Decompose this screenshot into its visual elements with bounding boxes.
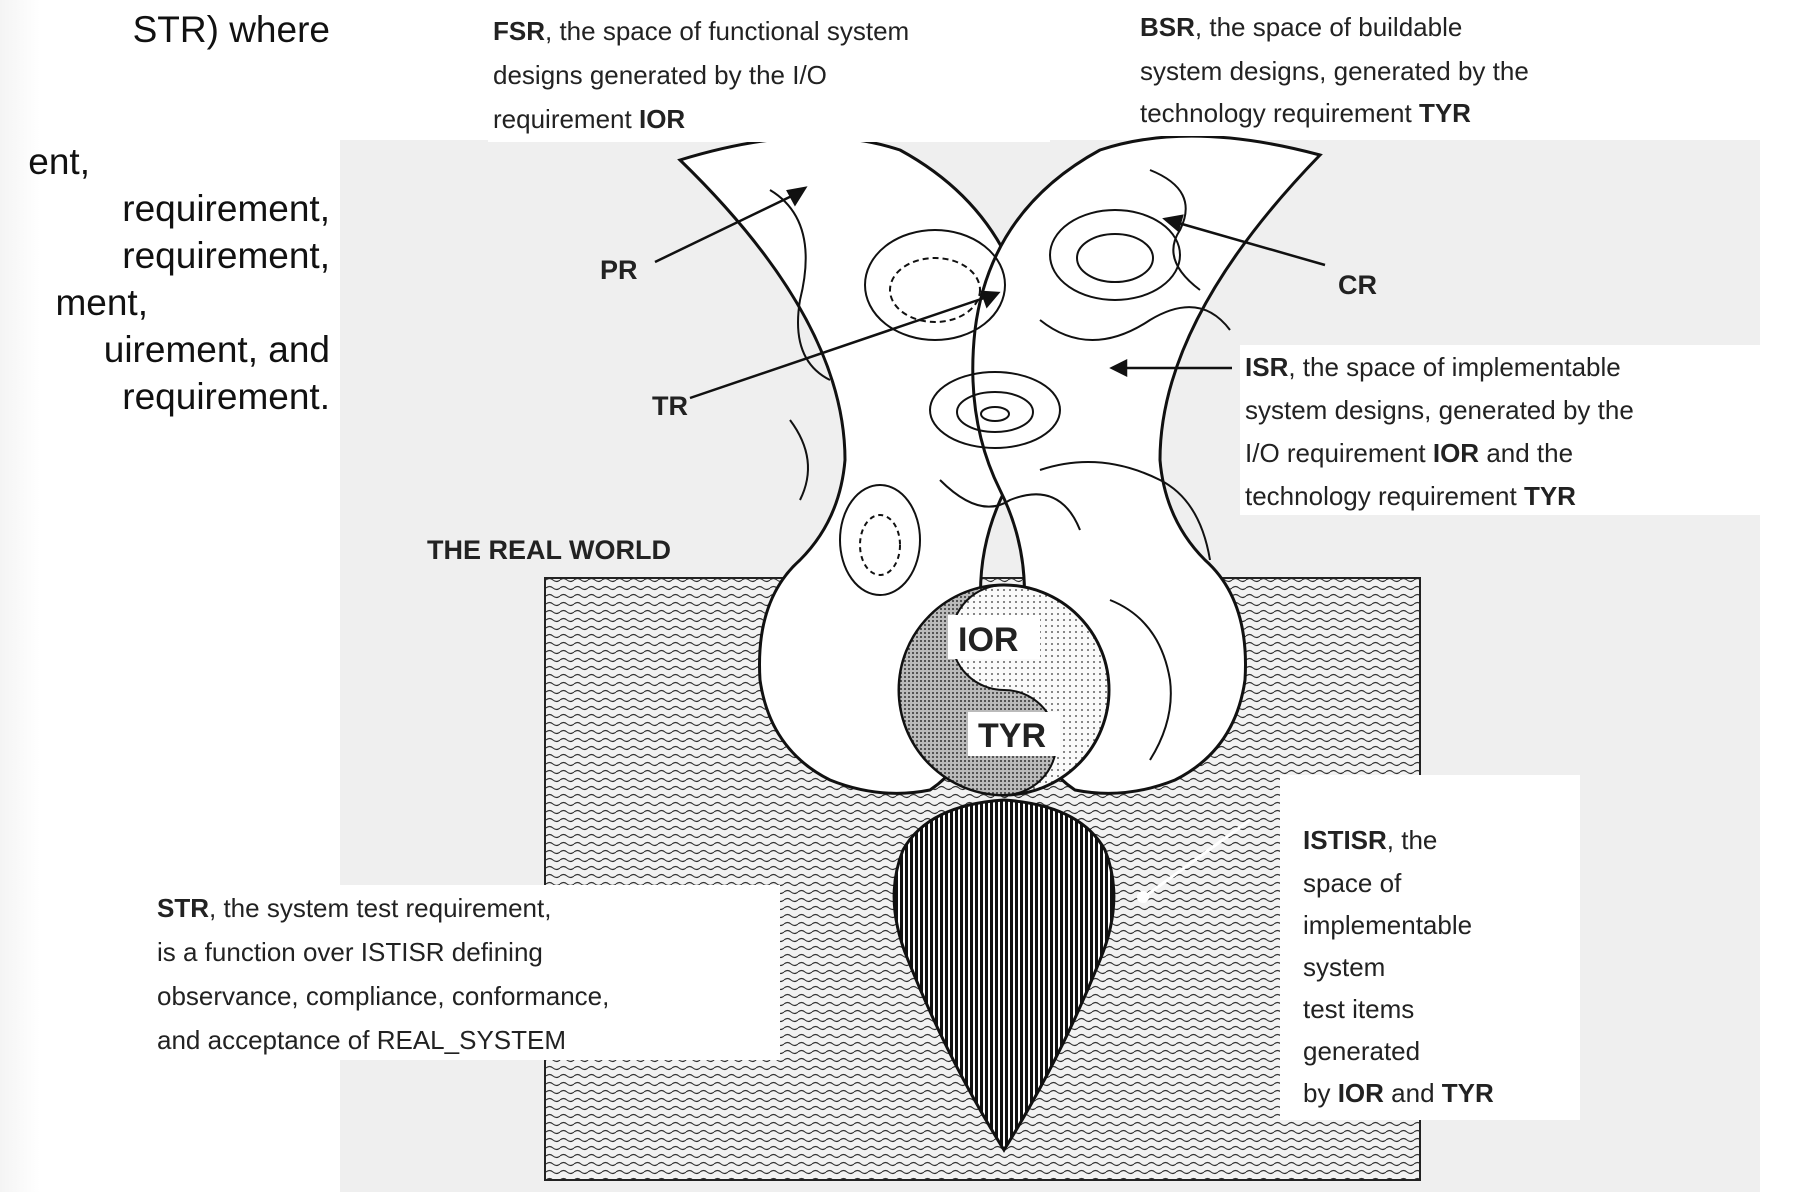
pr-label: PR xyxy=(600,255,638,285)
str-label-line: is a function over ISTISR defining xyxy=(157,937,543,967)
cr-label: CR xyxy=(1338,270,1377,300)
str-label-line: and acceptance of REAL_SYSTEM xyxy=(157,1025,566,1055)
str-label-line: observance, compliance, conformance, xyxy=(157,981,609,1011)
fsr-label-line: designs generated by the I/O xyxy=(493,60,827,90)
istisr-label-line: by IOR and TYR xyxy=(1303,1078,1494,1108)
fsr-label-line: requirement IOR xyxy=(493,104,685,134)
isr-label-line: system designs, generated by the xyxy=(1245,395,1634,425)
ior-label: IOR xyxy=(958,622,1018,658)
istisr-label-line: space of xyxy=(1303,868,1401,898)
bsr-label-line: BSR, the space of buildable xyxy=(1140,12,1462,42)
fsr-label-line: FSR, the space of functional system xyxy=(493,16,909,46)
bsr-label-line: system designs, generated by the xyxy=(1140,56,1529,86)
istisr-leader-dot xyxy=(1137,891,1149,903)
istisr-label-line: implementable xyxy=(1303,910,1472,940)
contour-line xyxy=(790,420,808,500)
istisr-label-line: generated xyxy=(1303,1036,1420,1066)
tyr-label: TYR xyxy=(978,718,1046,754)
istisr-label-line: test items xyxy=(1303,994,1414,1024)
tr-label: TR xyxy=(652,391,688,421)
isr-label-line: I/O requirement IOR and the xyxy=(1245,438,1573,468)
bsr-label-line: technology requirement TYR xyxy=(1140,98,1471,128)
istisr-label-line: ISTISR, the xyxy=(1303,825,1437,855)
str-label-line: STR, the system test requirement, xyxy=(157,893,551,923)
real-world-label: THE REAL WORLD xyxy=(427,535,671,565)
istisr-label-line: system xyxy=(1303,952,1385,982)
isr-label-line: technology requirement TYR xyxy=(1245,481,1576,511)
isr-label-line: ISR, the space of implementable xyxy=(1245,352,1621,382)
